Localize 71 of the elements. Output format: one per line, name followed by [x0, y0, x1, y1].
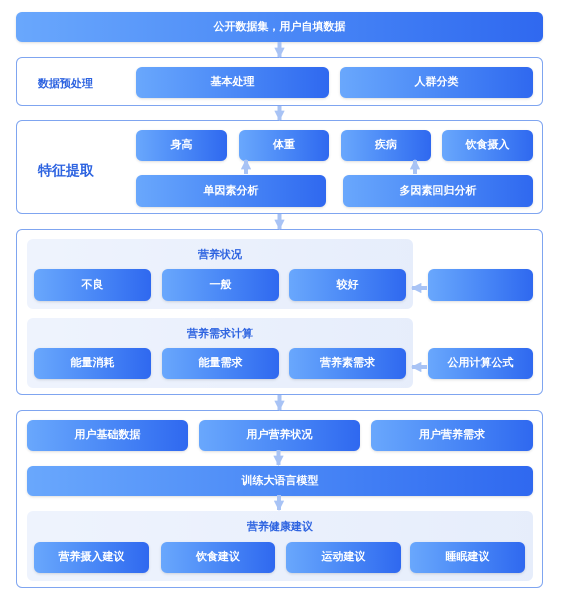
box-label: 较好: [336, 276, 358, 293]
section-panel: [16, 120, 543, 214]
section-heading: 特征提取: [38, 162, 94, 181]
box-label: 基本处理: [210, 74, 254, 90]
process-box: [136, 130, 227, 161]
process-box: [16, 12, 543, 42]
box-label: 体重: [273, 137, 295, 154]
arrow: [240, 158, 252, 174]
arrow: [274, 106, 285, 122]
box-label: 用户基础数据: [74, 427, 140, 444]
process-box: [34, 269, 151, 301]
process-box: [136, 67, 329, 98]
process-box: [428, 269, 533, 301]
box-label: 能量消耗: [70, 355, 114, 372]
section-panel: [16, 229, 543, 395]
group-panel: [27, 318, 413, 388]
process-box: [161, 542, 275, 573]
box-label: 营养素需求: [320, 355, 375, 372]
process-box: [162, 269, 279, 301]
process-box: [34, 542, 149, 573]
arrow: [274, 214, 285, 230]
section-panel: [16, 410, 543, 588]
process-box: [27, 420, 188, 451]
process-box: [136, 175, 326, 207]
process-box: [410, 542, 525, 573]
box-label: 用户营养需求: [419, 427, 485, 444]
box-label: 能量需求: [198, 355, 242, 372]
section-heading: 营养健康建议: [246, 519, 314, 535]
process-box: [289, 269, 406, 301]
process-box: [239, 130, 329, 161]
box-label: 用户营养状况: [246, 427, 312, 444]
process-box: [371, 420, 533, 451]
box-label: 多因素回归分析: [400, 182, 476, 199]
box-label: 营养摄入建议: [58, 549, 124, 566]
group-panel: [27, 239, 413, 309]
box-label: 训练大语言模型: [242, 472, 318, 489]
arrow: [410, 282, 427, 294]
section-heading: 数据预处理: [38, 76, 93, 92]
box-label: 身高: [170, 137, 192, 154]
process-box: [341, 130, 431, 161]
section-panel: [16, 57, 543, 106]
section-heading: 营养需求计算: [186, 326, 254, 342]
process-box: [343, 175, 533, 207]
box-label: 一般: [210, 276, 232, 293]
box-label: 公用计算公式: [448, 355, 514, 372]
process-box: [428, 348, 533, 379]
box-label: 单因素分析: [204, 182, 258, 199]
box-label: 不良: [82, 276, 104, 293]
arrow: [274, 395, 285, 412]
process-box: [199, 420, 360, 451]
group-panel: [27, 511, 533, 581]
box-label: 疾病: [375, 137, 397, 154]
box-label: 公开数据集，用户自填数据: [214, 18, 346, 35]
process-box: [27, 466, 533, 496]
process-box: [442, 130, 533, 161]
process-box: [289, 348, 406, 379]
box-label: 饮食建议: [196, 549, 240, 566]
process-box: [34, 348, 151, 379]
box-label: 睡眠建议: [446, 549, 490, 566]
arrow: [274, 42, 285, 58]
arrow: [274, 495, 284, 512]
arrow: [410, 362, 427, 372]
process-box: [340, 67, 533, 98]
arrow: [410, 158, 420, 174]
box-label: 运动建议: [322, 549, 366, 566]
box-label: 饮食摄入: [466, 137, 510, 154]
process-box: [162, 348, 279, 379]
box-label: 人群分类: [414, 74, 458, 90]
arrow: [273, 450, 284, 466]
section-heading: 营养状况: [197, 247, 243, 263]
process-box: [286, 542, 401, 573]
